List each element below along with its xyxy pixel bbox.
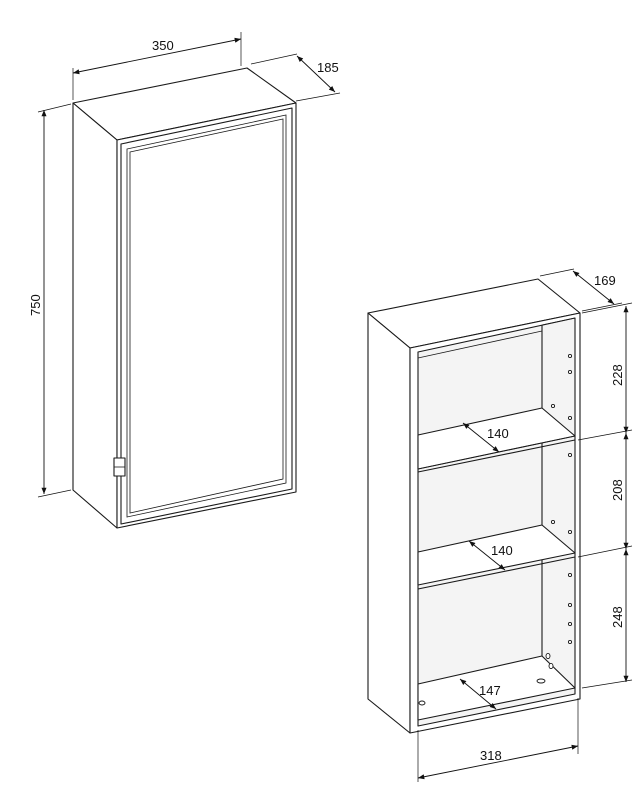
- middle-compartment-dimension-label: 208: [610, 479, 625, 501]
- inner-width-dimension-label: 318: [480, 748, 502, 763]
- bottom-depth-dimension-line: [459, 678, 497, 710]
- carcass-depth-dimension-label: 169: [594, 273, 616, 288]
- upper-shelf-depth-dimension-line: [462, 422, 500, 453]
- closed-cabinet-front-face: [116, 102, 297, 529]
- shelf-pin-holes: [418, 353, 573, 706]
- carcass-left-side: [367, 312, 411, 734]
- width-dimension-line: [72, 37, 242, 75]
- bottom-depth-dimension-label: 147: [479, 683, 501, 698]
- depth-dimension-line: [296, 55, 336, 93]
- bottom-compartment-dimension-label: 248: [610, 606, 625, 628]
- door-inner-frame: [126, 114, 287, 518]
- inner-width-dimension-line: [417, 744, 579, 780]
- door-panel-edge: [129, 118, 284, 514]
- closed-cabinet: 350 185 750: [28, 32, 341, 529]
- height-dimension-label: 750: [28, 294, 43, 316]
- closed-cabinet-side-face: [72, 102, 118, 529]
- upper-shelf-depth-dimension-label: 140: [487, 426, 509, 441]
- lower-shelf-depth-dimension-label: 140: [491, 543, 513, 558]
- bottom-panel: [417, 655, 576, 721]
- depth-dimension-label: 185: [317, 60, 339, 75]
- lower-shelf-depth-dimension-line: [468, 540, 506, 571]
- width-dimension-label: 350: [152, 38, 174, 53]
- carcass-depth-dimension-line: [572, 270, 615, 305]
- open-carcass: 169 228 208 248 140 140 147 318: [367, 268, 633, 782]
- door-outer-frame: [120, 107, 293, 525]
- top-compartment-dimension-label: 228: [610, 364, 625, 386]
